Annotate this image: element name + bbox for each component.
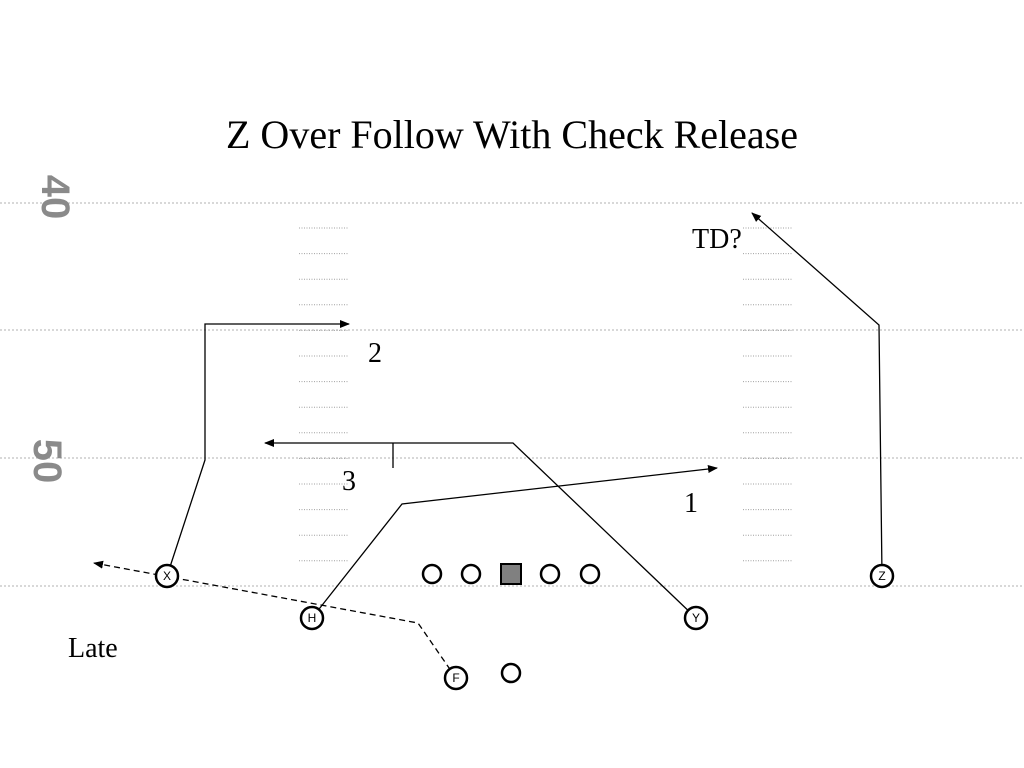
label-route-2: 2	[368, 338, 382, 369]
lineman	[579, 563, 601, 585]
yard-lines	[0, 202, 1024, 587]
yard-number-40: 40	[33, 175, 77, 220]
center-square	[500, 563, 522, 585]
lineman	[460, 563, 482, 585]
label-route-3: 3	[342, 466, 356, 497]
player-y: Y	[683, 605, 709, 631]
player-z: Z	[869, 563, 895, 589]
player-h-label: H	[308, 611, 317, 625]
player-f: F	[443, 665, 469, 691]
play-title: Z Over Follow With Check Release	[226, 112, 798, 157]
label-late: Late	[68, 633, 118, 664]
offensive-line	[421, 563, 601, 585]
routes	[93, 212, 883, 679]
route-h	[311, 465, 718, 619]
player-z-label: Z	[878, 569, 885, 583]
player-x-circle	[154, 563, 180, 589]
quarterback	[500, 662, 522, 684]
player-h: H	[299, 605, 325, 631]
player-x: X	[154, 563, 180, 589]
label-td: TD?	[692, 224, 742, 255]
player-f-label: F	[452, 671, 459, 685]
route-z	[751, 212, 883, 577]
route-f-check-release	[93, 560, 457, 679]
player-y-label: Y	[692, 611, 700, 625]
lineman	[421, 563, 443, 585]
player-z-circle	[869, 563, 895, 589]
yard-number-50: 50	[25, 439, 69, 484]
player-x-label: X	[163, 569, 171, 583]
label-route-1: 1	[684, 488, 698, 519]
lineman	[539, 563, 561, 585]
route-y	[264, 439, 697, 619]
player-f-circle	[443, 665, 469, 691]
player-y-circle	[683, 605, 709, 631]
hash-marks	[299, 227, 793, 562]
route-x	[166, 320, 350, 577]
player-h-circle	[299, 605, 325, 631]
